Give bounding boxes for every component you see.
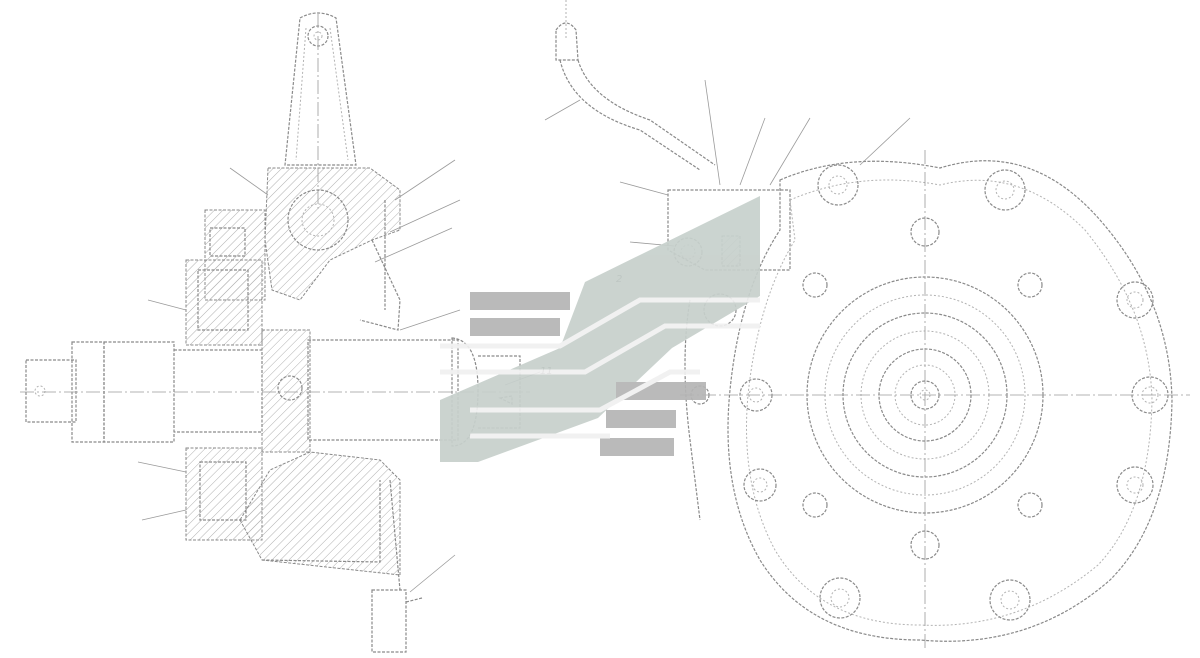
watermark-chevrons <box>440 297 760 439</box>
watermark-band <box>440 196 760 462</box>
lower-housing <box>185 447 423 653</box>
end-view: 2 <box>544 0 1190 650</box>
leader-lines-right <box>544 79 911 247</box>
concentric-rings <box>680 150 1190 650</box>
flange-outline <box>727 160 1173 642</box>
leader-lines-left <box>137 159 541 593</box>
sectional-view: 11 <box>20 12 553 653</box>
upper-housing <box>185 167 401 346</box>
upper-arm <box>555 0 716 171</box>
watermark-logo <box>440 196 760 462</box>
bolt-bosses <box>739 164 1169 621</box>
